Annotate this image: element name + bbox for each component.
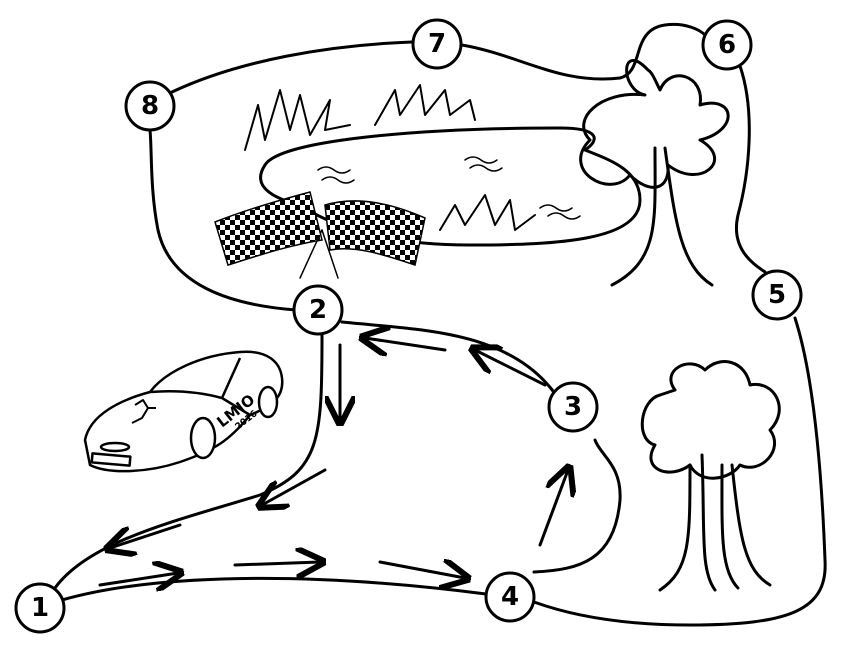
arrow-icon [365, 338, 447, 350]
node-1[interactable]: 1 [14, 582, 66, 634]
road-8-7 [170, 40, 414, 94]
node-label: 2 [309, 295, 327, 325]
direction-arrows [98, 338, 568, 585]
node-label: 5 [768, 280, 786, 310]
road-7-6 [460, 22, 707, 81]
node-2[interactable]: 2 [292, 284, 344, 336]
node-7[interactable]: 7 [411, 18, 463, 70]
node-label: 4 [501, 582, 519, 612]
road-1-4 [60, 576, 488, 602]
arrow-icon [110, 523, 182, 548]
node-label: 8 [141, 91, 159, 121]
arrow-icon [475, 350, 547, 387]
node-label: 1 [31, 593, 49, 623]
arrow-icon [262, 468, 327, 505]
node-3[interactable]: 3 [547, 381, 599, 433]
node-8[interactable]: 8 [124, 80, 176, 132]
checkered-flags-icon [214, 191, 426, 279]
node-6[interactable]: 6 [701, 19, 753, 71]
node-4[interactable]: 4 [484, 571, 536, 623]
arrow-icon [538, 470, 568, 547]
grass-icon [244, 89, 351, 151]
road-2-8 [148, 128, 298, 312]
tree-icon [640, 360, 781, 592]
tree-icon [579, 59, 730, 287]
arrow-icon [378, 562, 465, 578]
arrow-icon [233, 562, 320, 565]
road-2-3 [340, 320, 558, 397]
node-5[interactable]: 5 [751, 269, 803, 321]
race-car-icon: LMIO 2016 [83, 350, 284, 473]
lake [244, 84, 642, 247]
arrow-icon [98, 573, 178, 585]
road-5-4 [532, 316, 827, 627]
road-6-5 [734, 64, 767, 274]
node-label: 7 [428, 29, 446, 59]
road-4-3 [532, 438, 622, 574]
node-label: 6 [718, 30, 736, 60]
track [53, 22, 827, 627]
grass-icon [439, 194, 536, 231]
grass-icon [374, 84, 476, 126]
node-label: 3 [564, 392, 582, 422]
